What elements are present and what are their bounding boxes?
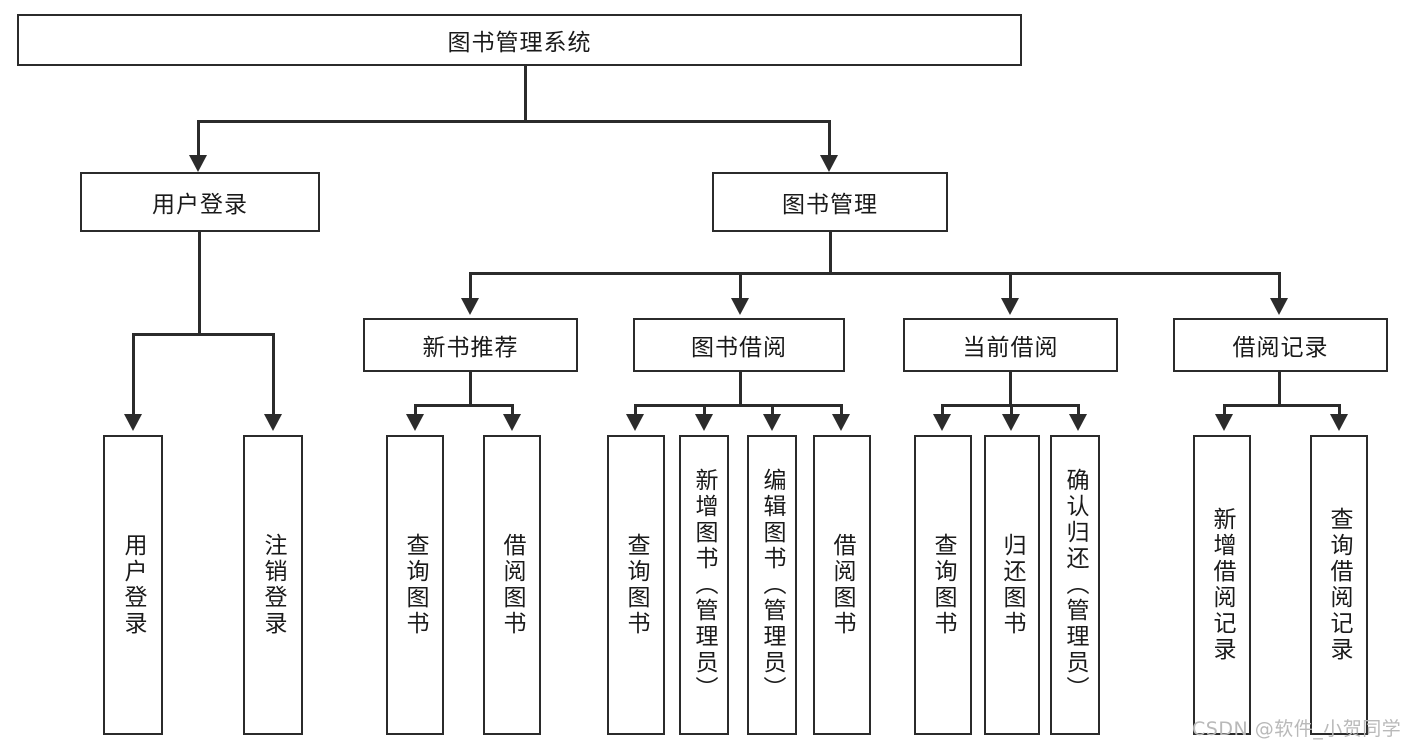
node-label: 查询图书 (402, 533, 429, 637)
arrow-to-bb-borrow-book (832, 414, 850, 431)
leaf-logout[interactable]: 注销登录 (243, 435, 303, 735)
connector-drop-current-borrow (1009, 272, 1012, 300)
connector-book-borrow-bus (634, 404, 842, 407)
node-label: 图书管理系统 (447, 30, 592, 56)
connector-user-login-bus (132, 333, 275, 336)
node-book-borrow[interactable]: 图书借阅 (633, 318, 845, 372)
connector-drop-nb-borrow (511, 404, 514, 416)
node-label: 新增图书（管理员） (691, 468, 718, 702)
leaf-br-query-record[interactable]: 查询借阅记录 (1310, 435, 1368, 735)
arrow-to-br-query-record (1330, 414, 1348, 431)
arrow-to-nb-borrow-book (503, 414, 521, 431)
arrow-to-bb-add-book (695, 414, 713, 431)
connector-drop-bb-borrow (840, 404, 843, 416)
arrow-to-leaf-logout (264, 414, 282, 431)
node-root-system[interactable]: 图书管理系统 (17, 14, 1022, 66)
leaf-nb-borrow-book[interactable]: 借阅图书 (483, 435, 541, 735)
node-label: 查询图书 (623, 533, 650, 637)
connector-drop-borrow-record (1278, 272, 1281, 300)
connector-drop-cb-return (1010, 404, 1013, 416)
node-label: 图书管理 (782, 192, 878, 218)
leaf-bb-query-book[interactable]: 查询图书 (607, 435, 665, 735)
node-new-book-recommend[interactable]: 新书推荐 (363, 318, 578, 372)
node-label: 当前借阅 (962, 335, 1059, 361)
node-label: 注销登录 (260, 533, 287, 637)
connector-drop-bb-query (634, 404, 637, 416)
node-label: 新书推荐 (422, 335, 519, 361)
connector-current-borrow-stem (1009, 372, 1012, 406)
connector-level3-bus (469, 272, 1281, 275)
connector-drop-bb-add (703, 404, 706, 416)
connector-drop-cb-confirm (1077, 404, 1080, 416)
leaf-br-add-record[interactable]: 新增借阅记录 (1193, 435, 1251, 735)
connector-level2-bus (197, 120, 831, 123)
node-label: 借阅图书 (499, 533, 526, 637)
connector-drop-bb-edit (771, 404, 774, 416)
node-label: 查询借阅记录 (1326, 507, 1353, 663)
node-label: 借阅记录 (1232, 335, 1329, 361)
arrow-to-user-login (189, 155, 207, 172)
node-book-management[interactable]: 图书管理 (712, 172, 948, 232)
connector-drop-br-query (1338, 404, 1341, 416)
arrow-to-cb-return-book (1002, 414, 1020, 431)
connector-drop-br-add (1223, 404, 1226, 416)
connector-user-login-stem (198, 232, 201, 335)
connector-drop-nb-query (414, 404, 417, 416)
node-label: 归还图书 (999, 533, 1026, 637)
leaf-bb-edit-book[interactable]: 编辑图书（管理员） (747, 435, 797, 735)
node-label: 编辑图书（管理员） (759, 468, 786, 702)
connector-book-manage-stem (829, 232, 832, 274)
leaf-bb-borrow-book[interactable]: 借阅图书 (813, 435, 871, 735)
connector-borrow-record-bus (1223, 404, 1341, 407)
connector-book-borrow-stem (739, 372, 742, 406)
arrow-to-new-book-recommend (461, 298, 479, 315)
node-label: 用户登录 (120, 533, 147, 637)
arrow-to-cb-query-book (933, 414, 951, 431)
arrow-to-bb-edit-book (763, 414, 781, 431)
connector-new-book-stem (469, 372, 472, 406)
node-label: 查询图书 (930, 533, 957, 637)
connector-drop-cb-query (941, 404, 944, 416)
node-label: 确认归还（管理员） (1062, 468, 1089, 702)
leaf-bb-add-book[interactable]: 新增图书（管理员） (679, 435, 729, 735)
connector-drop-leaf-user-login (132, 333, 135, 416)
arrow-to-leaf-user-login (124, 414, 142, 431)
arrow-to-nb-query-book (406, 414, 424, 431)
leaf-cb-query-book[interactable]: 查询图书 (914, 435, 972, 735)
leaf-cb-return-book[interactable]: 归还图书 (984, 435, 1040, 735)
connector-new-book-bus (414, 404, 513, 407)
connector-drop-book-manage (828, 120, 831, 158)
arrow-to-bb-query-book (626, 414, 644, 431)
node-current-borrow[interactable]: 当前借阅 (903, 318, 1118, 372)
connector-drop-book-borrow (739, 272, 742, 300)
node-label: 新增借阅记录 (1209, 507, 1236, 663)
arrow-to-cb-confirm-return (1069, 414, 1087, 431)
node-label: 借阅图书 (829, 533, 856, 637)
node-label: 用户登录 (152, 192, 248, 218)
connector-borrow-record-stem (1278, 372, 1281, 406)
connector-drop-new-book (469, 272, 472, 300)
connector-root-stem (524, 66, 527, 122)
connector-drop-leaf-logout (272, 333, 275, 416)
arrow-to-current-borrow (1001, 298, 1019, 315)
arrow-to-br-add-record (1215, 414, 1233, 431)
node-user-login[interactable]: 用户登录 (80, 172, 320, 232)
arrow-to-book-borrow (731, 298, 749, 315)
node-borrow-record[interactable]: 借阅记录 (1173, 318, 1388, 372)
leaf-nb-query-book[interactable]: 查询图书 (386, 435, 444, 735)
connector-drop-user-login (197, 120, 200, 158)
arrow-to-borrow-record (1270, 298, 1288, 315)
leaf-user-login[interactable]: 用户登录 (103, 435, 163, 735)
leaf-cb-confirm-return[interactable]: 确认归还（管理员） (1050, 435, 1100, 735)
arrow-to-book-manage (820, 155, 838, 172)
node-label: 图书借阅 (691, 335, 787, 361)
